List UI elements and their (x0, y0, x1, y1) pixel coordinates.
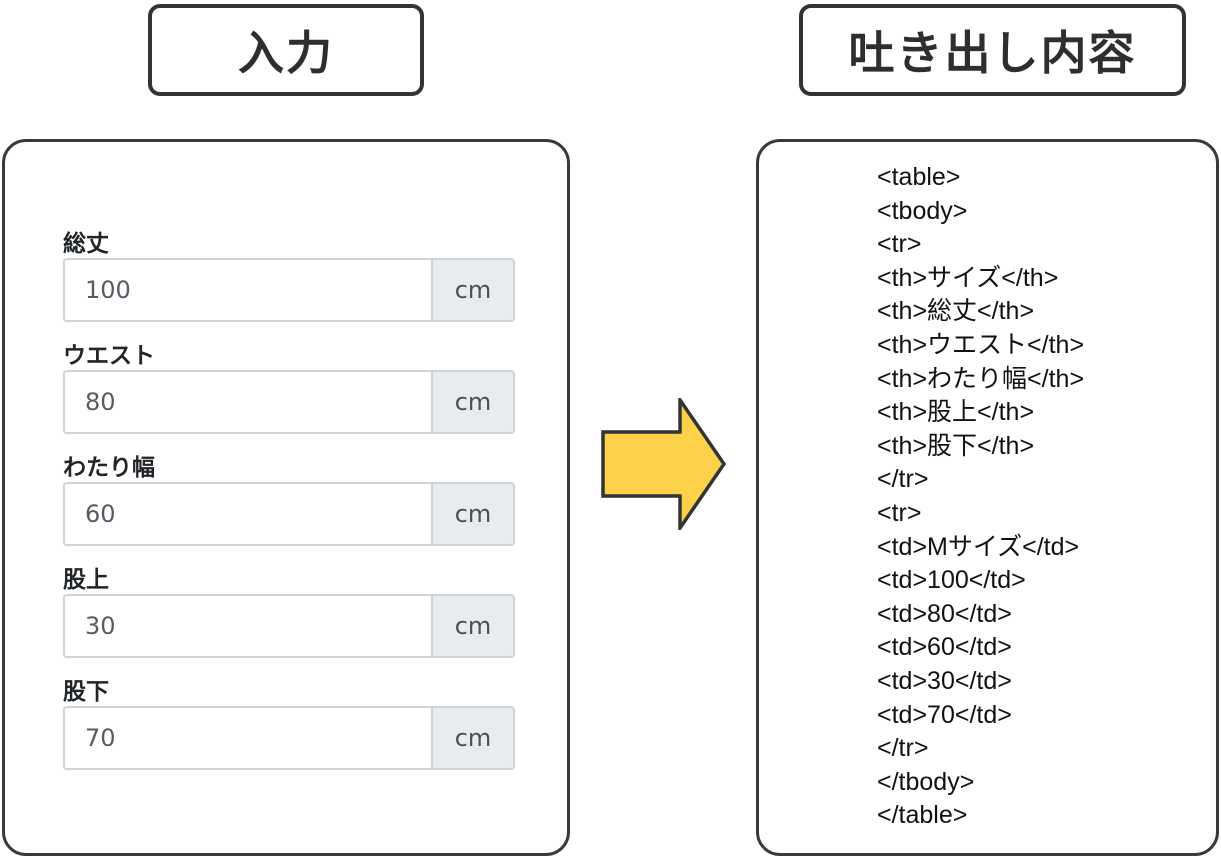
code-line: <th>サイズ</th> (877, 263, 1059, 292)
unit-addon: cm (431, 370, 515, 434)
field-label: 股下 (63, 679, 109, 705)
output-heading-label: 吐き出し内容 (848, 26, 1137, 80)
total-length-input[interactable] (63, 258, 431, 322)
input-group: cm (63, 370, 515, 434)
code-line: <th>ウエスト</th> (877, 330, 1085, 359)
thigh-width-input[interactable] (63, 482, 431, 546)
field-label: 股上 (63, 567, 109, 593)
code-line: <td>30</td> (877, 666, 1012, 695)
inseam-input[interactable] (63, 706, 431, 770)
code-line: <table> (877, 163, 961, 191)
field-rise: 股上 cm (63, 566, 515, 658)
unit-label: cm (454, 388, 492, 416)
code-line: </tbody> (877, 767, 975, 796)
unit-label: cm (454, 612, 492, 640)
output-heading: 吐き出し内容 (799, 4, 1186, 96)
unit-label: cm (454, 724, 492, 752)
unit-addon: cm (431, 482, 515, 546)
code-line: <th>わたり幅</th> (877, 364, 1085, 393)
field-waist: ウエスト cm (63, 342, 515, 434)
code-line: <td>70</td> (877, 700, 1012, 729)
field-label: わたり幅 (63, 455, 155, 481)
code-line: </tr> (877, 465, 929, 494)
unit-label: cm (454, 500, 492, 528)
code-line: <tbody> (877, 196, 968, 225)
code-line: </table> (877, 801, 968, 830)
code-line: <tr> (877, 498, 922, 527)
code-line: </tr> (877, 734, 929, 763)
input-heading-label: 入力 (238, 26, 334, 80)
field-label: 総丈 (63, 231, 109, 257)
right-arrow-icon (601, 398, 727, 530)
html-output-code: <table> <tbody> <tr> <th>サイズ</th> <th>総丈… (877, 161, 1084, 833)
field-inseam: 股下 cm (63, 678, 515, 770)
code-line: <td>Mサイズ</td> (877, 532, 1080, 561)
code-line: <th>総丈</th> (877, 297, 1035, 326)
field-total-length: 総丈 cm (63, 230, 515, 322)
rise-input[interactable] (63, 594, 431, 658)
code-line: <td>60</td> (877, 633, 1012, 662)
code-line: <tr> (877, 230, 922, 259)
field-label: ウエスト (63, 343, 155, 369)
field-thigh-width: わたり幅 cm (63, 454, 515, 546)
output-panel (756, 139, 1219, 856)
input-group: cm (63, 258, 515, 322)
code-line: <th>股下</th> (877, 431, 1035, 460)
code-line: <td>80</td> (877, 599, 1012, 628)
code-line: <td>100</td> (877, 566, 1026, 595)
input-form-panel: 総丈 cm ウエスト cm わたり幅 cm 股上 cm 股下 cm (2, 139, 570, 856)
input-group: cm (63, 706, 515, 770)
unit-addon: cm (431, 258, 515, 322)
input-group: cm (63, 482, 515, 546)
input-heading: 入力 (148, 4, 424, 96)
waist-input[interactable] (63, 370, 431, 434)
input-group: cm (63, 594, 515, 658)
unit-addon: cm (431, 594, 515, 658)
unit-addon: cm (431, 706, 515, 770)
unit-label: cm (454, 276, 492, 304)
code-line: <th>股上</th> (877, 398, 1035, 427)
